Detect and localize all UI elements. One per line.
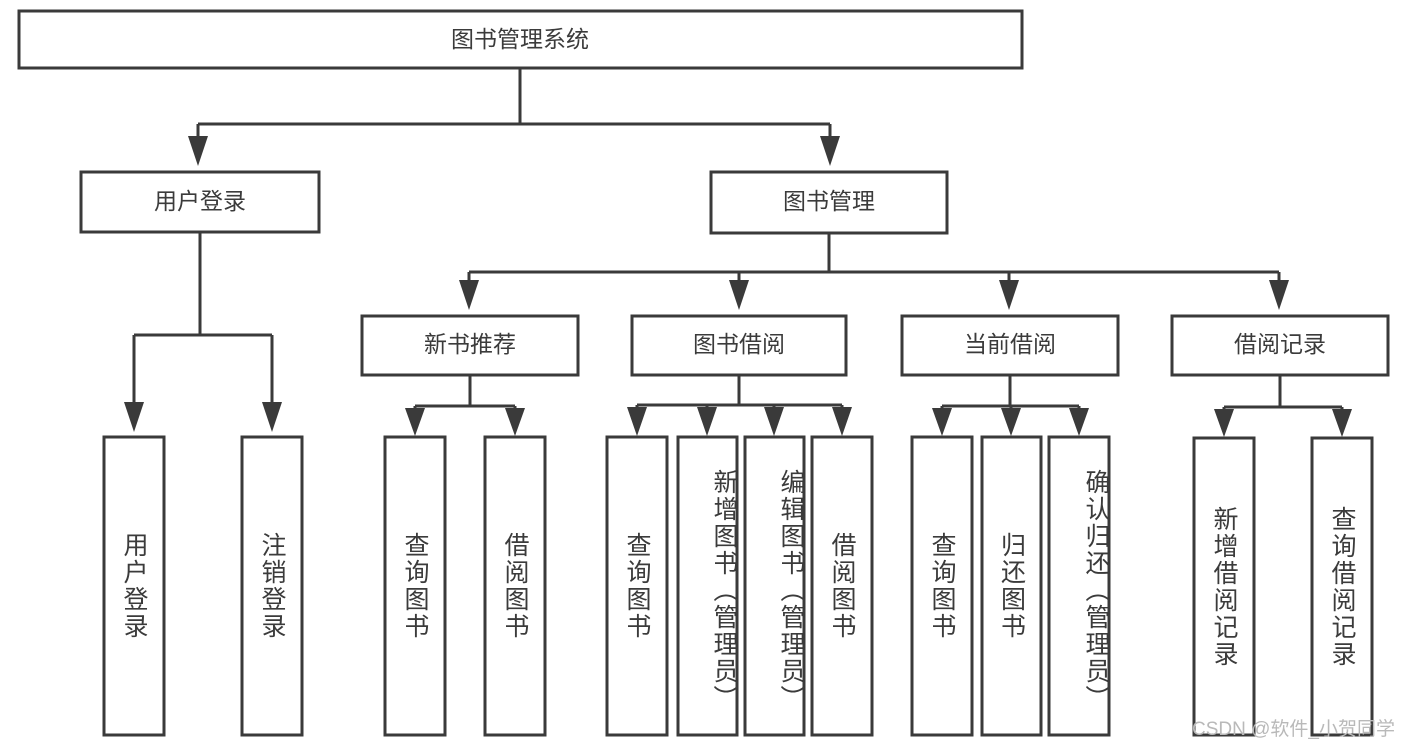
leaf-label-edit-book: 编辑图书（管理员） (777, 468, 805, 712)
node-user-login-label: 用户登录 (154, 188, 246, 214)
node-root-box (17, 9, 1024, 70)
arrow-head-leaf-borrow-book-2 (832, 407, 852, 436)
leaf-box-confirm-return[interactable] (1047, 435, 1111, 737)
arrow-head-leaf-confirm-return (1069, 408, 1089, 436)
arrow-head-new-book-rec (459, 280, 479, 310)
leaf-box-query-record[interactable] (1310, 436, 1374, 737)
node-borrow-record-label: 借阅记录 (1234, 331, 1326, 357)
node-new-book-rec[interactable]: 新书推荐 (360, 314, 580, 377)
node-current-borrow-box (900, 314, 1120, 377)
node-book-manage-label: 图书管理 (783, 188, 875, 214)
arrow-head-user-login (188, 136, 208, 166)
arrow-head-leaf-edit-book (764, 407, 784, 436)
leaf-label-query-record: 查询借阅记录 (1328, 505, 1356, 668)
leaf-box-borrow-book-1[interactable] (483, 435, 547, 737)
leaf-label-query-book-3: 查询图书 (928, 532, 956, 640)
node-borrow-record[interactable]: 借阅记录 (1170, 314, 1390, 377)
arrow-head-leaf-borrow-book-1 (505, 408, 525, 436)
leaf-box-add-record[interactable] (1192, 436, 1256, 737)
leaf-box-query-book-3[interactable] (910, 435, 974, 737)
watermark-text: CSDN @软件_小贺同学 (1192, 719, 1395, 740)
arrow-head-current-borrow (999, 280, 1019, 310)
arrow-head-leaf-logout (262, 402, 282, 432)
leaf-label-confirm-return: 确认归还（管理员） (1082, 468, 1110, 712)
leaf-label-query-book-1: 查询图书 (401, 532, 429, 640)
leaf-label-query-book-2: 查询图书 (623, 532, 651, 640)
arrow-head-leaf-user-login (124, 402, 144, 432)
leaf-label-borrow-book-1: 借阅图书 (501, 532, 529, 640)
node-user-login[interactable]: 用户登录 (79, 170, 321, 234)
node-current-borrow[interactable]: 当前借阅 (900, 314, 1120, 377)
leaf-box-edit-book[interactable] (743, 435, 806, 737)
arrow-head-leaf-add-book (697, 407, 717, 436)
node-book-borrow-box (630, 314, 848, 377)
leaf-label-add-record: 新增借阅记录 (1210, 505, 1238, 668)
node-new-book-rec-label: 新书推荐 (424, 331, 516, 357)
node-root[interactable]: 图书管理系统 (17, 9, 1024, 70)
arrow-head-leaf-return-book (1001, 408, 1021, 436)
node-new-book-rec-box (360, 314, 580, 377)
leaf-label-user-login: 用户登录 (120, 532, 148, 640)
arrow-head-book-borrow (729, 280, 749, 310)
arrow-head-book-manage (820, 136, 840, 166)
leaf-box-return-book[interactable] (980, 435, 1043, 737)
leaf-label-logout: 注销登录 (258, 532, 286, 640)
leaf-box-user-login[interactable] (102, 435, 166, 737)
leaf-box-add-book[interactable] (676, 435, 739, 737)
arrow-head-borrow-record (1269, 280, 1289, 310)
node-book-manage[interactable]: 图书管理 (709, 170, 949, 235)
leaf-box-logout[interactable] (240, 435, 304, 737)
arrow-head-leaf-query-record (1332, 409, 1352, 437)
node-current-borrow-label: 当前借阅 (964, 331, 1056, 357)
leaf-box-query-book-1[interactable] (383, 435, 447, 737)
node-root-label: 图书管理系统 (451, 26, 589, 52)
arrow-head-leaf-query-book-3 (932, 408, 952, 436)
arrow-head-leaf-add-record (1214, 409, 1234, 437)
arrow-head-leaf-query-book-1 (405, 408, 425, 436)
arrow-head-leaf-query-book-2 (627, 407, 647, 436)
node-book-borrow[interactable]: 图书借阅 (630, 314, 848, 377)
node-book-borrow-label: 图书借阅 (693, 331, 785, 357)
leaf-box-borrow-book-2[interactable] (810, 435, 874, 737)
leaf-label-return-book: 归还图书 (997, 532, 1026, 640)
leaf-label-borrow-book-2: 借阅图书 (828, 532, 856, 640)
leaf-label-add-book: 新增图书（管理员） (710, 468, 738, 712)
leaf-box-query-book-2[interactable] (605, 435, 669, 737)
